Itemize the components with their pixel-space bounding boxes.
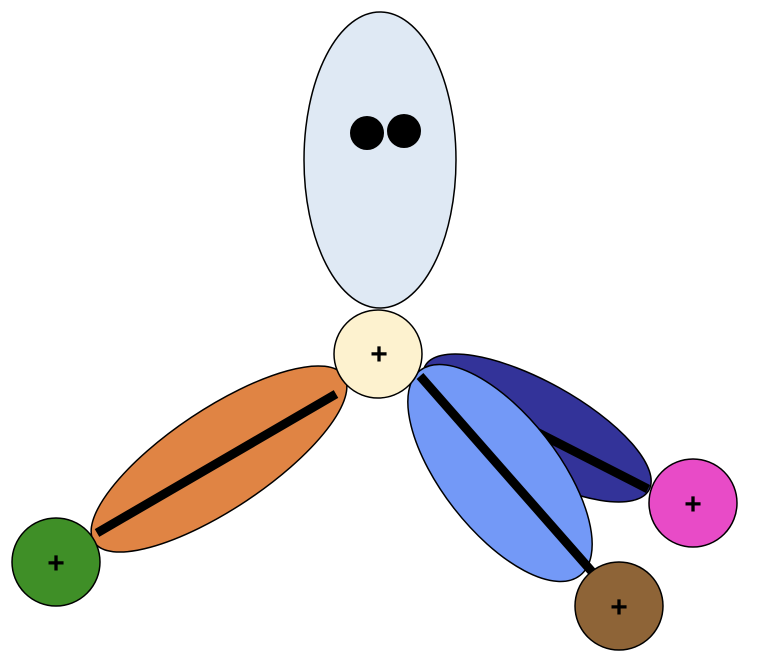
bond-line-3 <box>416 373 598 577</box>
bond-orbital-3 <box>407 363 598 583</box>
lone-pair-electron <box>387 114 421 148</box>
lone-pair-orbital <box>303 11 457 309</box>
lone-pair-electron <box>350 116 384 150</box>
central-atom-label: + <box>370 338 388 371</box>
terminal-atom-label: + <box>684 488 702 521</box>
bond-line-1 <box>94 390 339 537</box>
terminal-atom-2: + <box>648 458 738 548</box>
central-atom: + <box>333 309 423 399</box>
terminal-atom-label: + <box>610 591 628 624</box>
terminal-atom-3: + <box>574 561 664 651</box>
bond-orbital-1 <box>90 365 348 553</box>
terminal-atom-1: + <box>11 517 101 607</box>
terminal-atom-label: + <box>47 547 65 580</box>
central-atom-circle <box>333 309 423 399</box>
terminal-atom-circle <box>11 517 101 607</box>
lone-pair-lobe <box>303 11 457 309</box>
terminal-atom-circle <box>574 561 664 651</box>
terminal-atom-circle <box>648 458 738 548</box>
